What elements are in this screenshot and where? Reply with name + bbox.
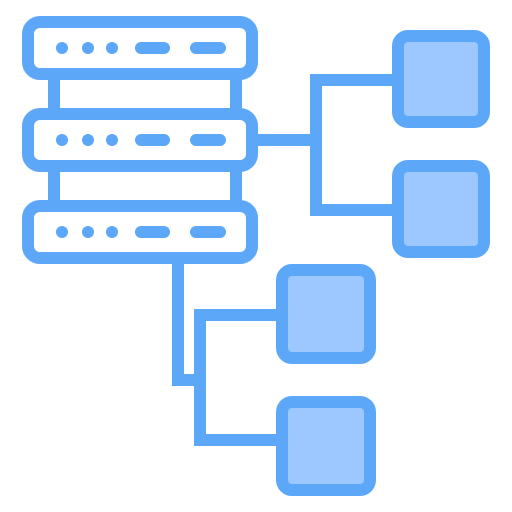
- network-node-4: [276, 396, 376, 496]
- server-unit-middle: [22, 108, 258, 172]
- network-links-upper: [246, 74, 404, 216]
- server-unit-bottom: [22, 200, 258, 264]
- network-node-2: [392, 160, 490, 258]
- network-node-3: [276, 264, 376, 364]
- server-unit-top: [22, 16, 258, 80]
- network-node-1: [392, 30, 490, 128]
- network-links-lower: [172, 252, 292, 446]
